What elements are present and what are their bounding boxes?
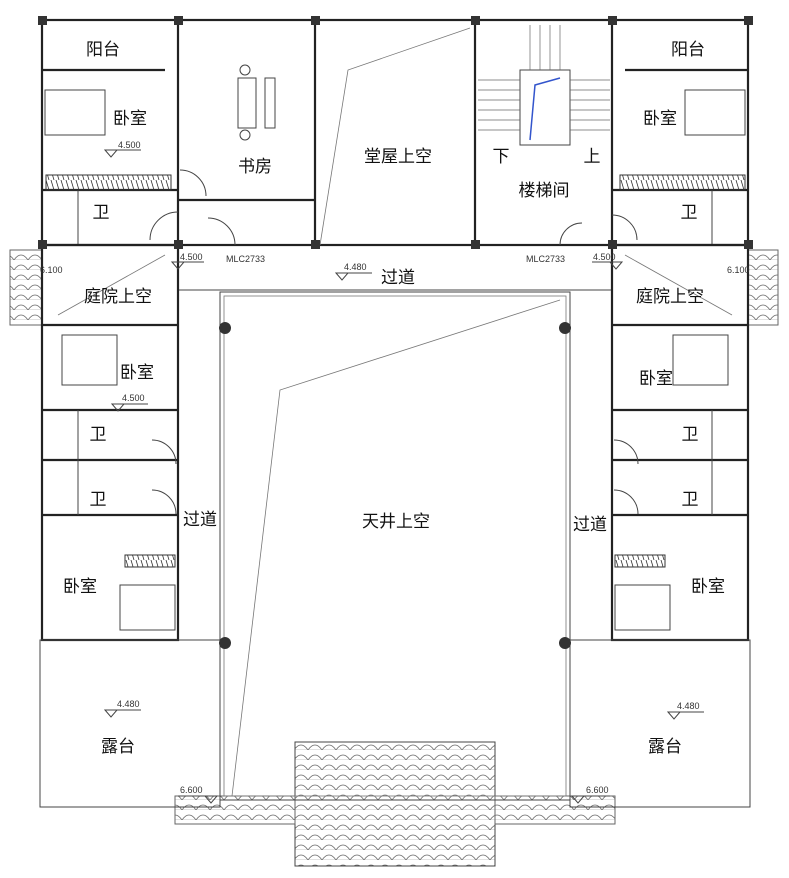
room-corridor: 过道 xyxy=(381,268,415,288)
room-terrace-left: 露台 xyxy=(101,737,135,757)
room-stairwell: 楼梯间 xyxy=(519,181,570,201)
window-codes: MLC2733 MLC2733 xyxy=(226,254,565,264)
room-bath: 卫 xyxy=(90,425,107,445)
room-labels: 阳台 阳台 卧室 卧室 书房 堂屋上空 楼梯间 下 上 卫 卫 庭院上空 庭院上… xyxy=(63,40,725,757)
room-bath: 卫 xyxy=(93,203,110,223)
room-hall-void: 堂屋上空 xyxy=(364,147,432,167)
elevation-label: 4.500 xyxy=(593,252,616,262)
room-terrace-right: 露台 xyxy=(648,737,682,757)
room-balcony-right: 阳台 xyxy=(671,40,705,60)
elevation-label: 4.500 xyxy=(122,393,145,403)
elevation-label: 6.100 xyxy=(727,265,750,275)
room-garden-void-right: 庭院上空 xyxy=(636,287,704,307)
room-bath: 卫 xyxy=(681,203,698,223)
room-courtyard-void: 天井上空 xyxy=(362,512,430,532)
stair-up-label: 上 xyxy=(584,147,601,167)
room-bath: 卫 xyxy=(682,425,699,445)
elevation-label: 4.480 xyxy=(677,701,700,711)
room-bedroom: 卧室 xyxy=(63,577,97,597)
columns xyxy=(219,322,571,649)
stair-down-label: 下 xyxy=(493,147,510,167)
room-corridor: 过道 xyxy=(183,510,217,530)
room-study: 书房 xyxy=(238,157,272,177)
room-corridor: 过道 xyxy=(573,515,607,535)
elevation-label: 6.600 xyxy=(586,785,609,795)
room-bedroom: 卧室 xyxy=(113,109,147,129)
room-bedroom: 卧室 xyxy=(643,109,677,129)
elevation-markers: 4.500 4.500 4.500 4.500 4.480 6.100 6.10… xyxy=(40,140,750,804)
room-bedroom: 卧室 xyxy=(120,363,154,383)
room-bath: 卫 xyxy=(90,490,107,510)
elevation-label: 4.500 xyxy=(180,252,203,262)
window-code: MLC2733 xyxy=(226,254,265,264)
room-garden-void-left: 庭院上空 xyxy=(84,287,152,307)
elevation-label: 4.500 xyxy=(118,140,141,150)
room-bath: 卫 xyxy=(682,490,699,510)
elevation-label: 4.480 xyxy=(344,262,367,272)
room-bedroom: 卧室 xyxy=(639,369,673,389)
walls xyxy=(38,16,753,808)
roof-tiles xyxy=(9,249,779,867)
window-code: MLC2733 xyxy=(526,254,565,264)
elevation-label: 6.600 xyxy=(180,785,203,795)
room-bedroom: 卧室 xyxy=(691,577,725,597)
elevation-label: 6.100 xyxy=(40,265,63,275)
room-balcony-left: 阳台 xyxy=(86,40,120,60)
elevation-label: 4.480 xyxy=(117,699,140,709)
